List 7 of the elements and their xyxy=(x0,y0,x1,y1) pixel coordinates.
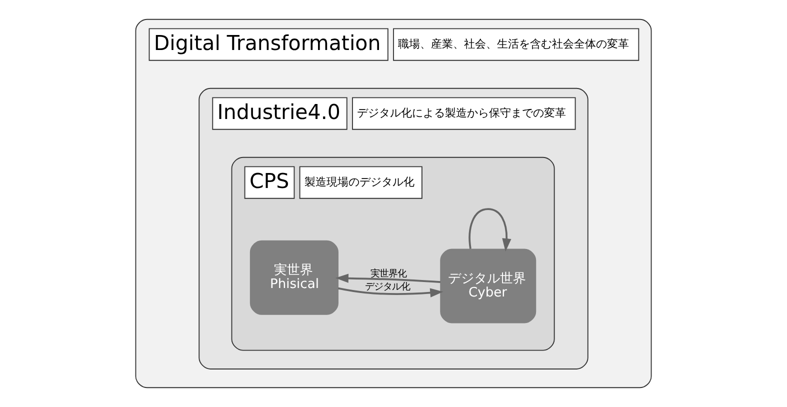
node-box: デジタル世界 Cyber xyxy=(440,248,536,324)
arrow xyxy=(468,208,512,252)
arrow xyxy=(335,274,441,284)
edge-label: デジタル化 xyxy=(365,282,410,293)
edge-label: 実世界化 xyxy=(370,268,407,280)
node-box: 実世界 Phisical xyxy=(250,240,338,315)
arrow xyxy=(338,287,444,298)
